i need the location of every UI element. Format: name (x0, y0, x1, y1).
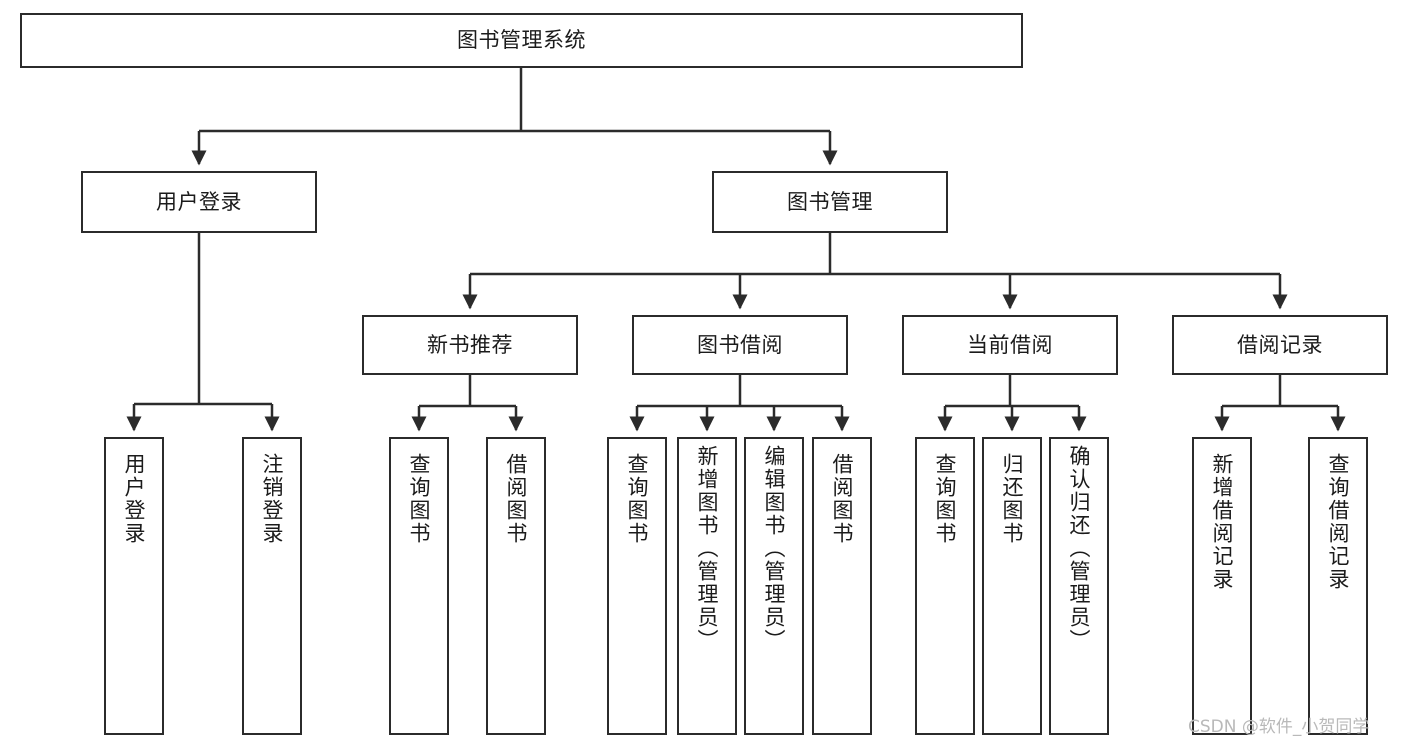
node-borrow-record[interactable]: 借阅记录 (1172, 315, 1388, 375)
leaf-confirm-return-admin[interactable]: 确认归还（管理员） (1049, 437, 1109, 735)
node-current-borrow[interactable]: 当前借阅 (902, 315, 1118, 375)
csdn-watermark: CSDN @软件_小贺同学 (1188, 717, 1370, 737)
node-new-book-recommend-label: 新书推荐 (427, 332, 513, 357)
leaf-query-borrow-record[interactable]: 查询借阅记录 (1308, 437, 1368, 735)
node-book-borrow[interactable]: 图书借阅 (632, 315, 848, 375)
leaf-return-book[interactable]: 归还图书 (982, 437, 1042, 735)
leaf-query-book-recommend[interactable]: 查询图书 (389, 437, 449, 735)
leaf-add-borrow-record[interactable]: 新增借阅记录 (1192, 437, 1252, 735)
leaf-logout[interactable]: 注销登录 (242, 437, 302, 735)
node-book-management-label: 图书管理 (787, 189, 873, 214)
leaf-query-borrow-record-label: 查询借阅记录 (1326, 453, 1351, 591)
leaf-borrow-book-recommend-label: 借阅图书 (504, 453, 529, 545)
leaf-logout-label: 注销登录 (260, 453, 285, 545)
leaf-user-login-label: 用户登录 (122, 453, 147, 545)
leaf-query-book-borrow[interactable]: 查询图书 (607, 437, 667, 735)
leaf-user-login[interactable]: 用户登录 (104, 437, 164, 735)
leaf-borrow-book-label: 借阅图书 (830, 453, 855, 545)
leaf-confirm-return-admin-label: 确认归还（管理员） (1067, 445, 1092, 652)
leaf-edit-book-admin-label: 编辑图书（管理员） (762, 445, 787, 652)
node-root-label: 图书管理系统 (457, 28, 586, 53)
leaf-return-book-label: 归还图书 (1000, 453, 1025, 545)
leaf-query-book-current-label: 查询图书 (933, 453, 958, 545)
leaf-edit-book-admin[interactable]: 编辑图书（管理员） (744, 437, 804, 735)
leaf-borrow-book-recommend[interactable]: 借阅图书 (486, 437, 546, 735)
node-user-login-label: 用户登录 (156, 189, 242, 214)
node-borrow-record-label: 借阅记录 (1237, 332, 1323, 357)
leaf-query-book-current[interactable]: 查询图书 (915, 437, 975, 735)
node-root[interactable]: 图书管理系统 (20, 13, 1023, 68)
node-book-borrow-label: 图书借阅 (697, 332, 783, 357)
leaf-add-borrow-record-label: 新增借阅记录 (1210, 453, 1235, 591)
node-current-borrow-label: 当前借阅 (967, 332, 1053, 357)
leaf-query-book-borrow-label: 查询图书 (625, 453, 650, 545)
leaf-borrow-book[interactable]: 借阅图书 (812, 437, 872, 735)
node-user-login[interactable]: 用户登录 (81, 171, 317, 233)
leaf-add-book-admin-label: 新增图书（管理员） (695, 445, 720, 652)
leaf-add-book-admin[interactable]: 新增图书（管理员） (677, 437, 737, 735)
leaf-query-book-recommend-label: 查询图书 (407, 453, 432, 545)
node-book-management[interactable]: 图书管理 (712, 171, 948, 233)
node-new-book-recommend[interactable]: 新书推荐 (362, 315, 578, 375)
